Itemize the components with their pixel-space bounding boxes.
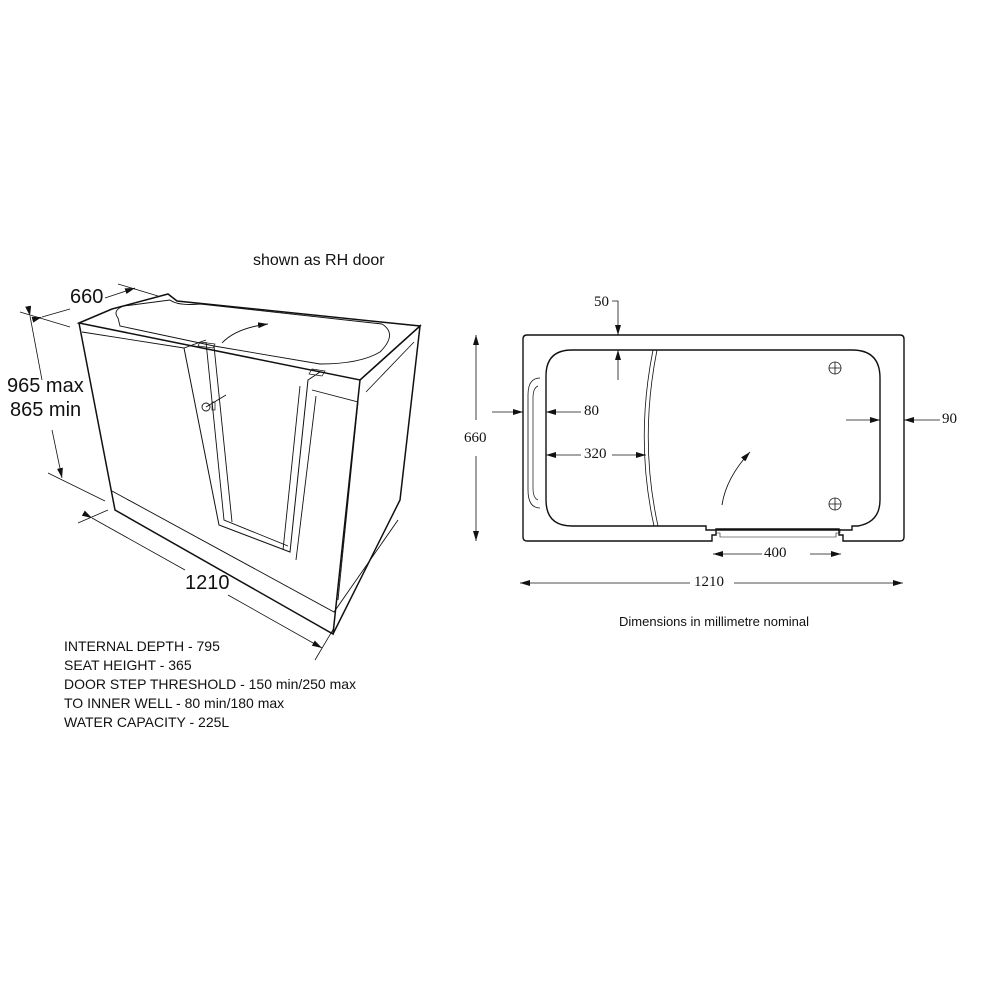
dimensions-note: Dimensions in millimetre nominal <box>619 614 810 629</box>
spec-to-inner-well: TO INNER WELL - 80 min/180 max <box>64 695 285 711</box>
spec-door-step-threshold: DOOR STEP THRESHOLD - 150 min/250 max <box>64 676 357 692</box>
plan-rim-right-label: 90 <box>942 411 957 427</box>
spec-seat-height: SEAT HEIGHT - 365 <box>64 657 192 673</box>
plan-length-label: 1210 <box>694 574 724 590</box>
isometric-bathtub <box>19 283 422 661</box>
jet-icon <box>828 361 842 375</box>
iso-caption: shown as RH door <box>253 252 385 269</box>
jet-icon <box>828 497 842 511</box>
spec-water-capacity: WATER CAPACITY - 225L <box>64 714 230 730</box>
plan-view-bathtub <box>473 300 940 586</box>
spec-internal-depth: INTERNAL DEPTH - 795 <box>64 638 220 654</box>
plan-width-label: 660 <box>464 430 487 446</box>
plan-rim-left-label: 80 <box>584 403 599 419</box>
iso-width-label: 660 <box>70 286 104 308</box>
specifications-list: INTERNAL DEPTH - 795 SEAT HEIGHT - 365 D… <box>64 637 356 732</box>
iso-length-label: 1210 <box>185 572 230 594</box>
plan-rim-top-label: 50 <box>594 294 609 310</box>
plan-door-label: 400 <box>764 545 787 561</box>
plan-seat-label: 320 <box>584 446 607 462</box>
iso-height-max-label: 965 max <box>7 375 84 397</box>
iso-height-min-label: 865 min <box>10 399 82 421</box>
